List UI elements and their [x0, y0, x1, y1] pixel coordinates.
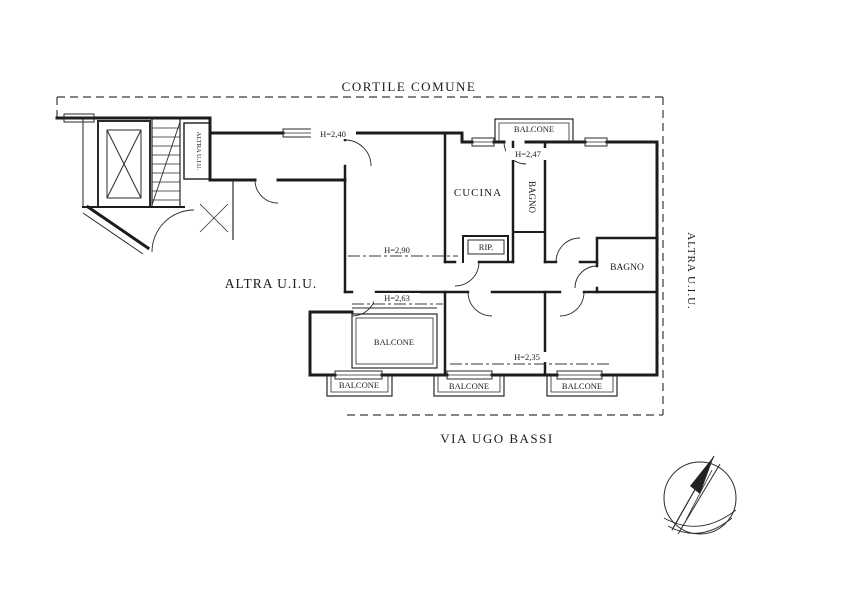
chamfer-wall: [85, 204, 151, 251]
label-background: [311, 127, 356, 139]
window: [471, 137, 495, 147]
compass-arc: [663, 509, 737, 527]
balcony-top-label: BALCONE: [514, 124, 554, 134]
door-arc: [467, 291, 493, 317]
height-235-label: H=2,35: [514, 352, 540, 362]
courtyard-label: CORTILE COMUNE: [342, 79, 477, 94]
elevator-cross: [106, 129, 142, 199]
adjacent-unit-stair-label: ALTRA U.I.U.: [195, 132, 202, 171]
elevator-cab: [106, 129, 142, 199]
parcel-boundary: [56, 96, 664, 416]
stairwell-block: [82, 118, 229, 255]
bathroom-small-label: BAGNO: [527, 181, 537, 214]
adjacent-unit-left-label: ALTRA U.I.U.: [225, 276, 318, 291]
chamfer-wall-inner: [82, 212, 144, 255]
walls: [55, 116, 659, 377]
height-240-label: H=2,40: [320, 129, 346, 139]
adjacent-unit-right-label: ALTRA U.I.U.: [685, 232, 697, 310]
labels: CORTILE COMUNE VIA UGO BASSI ALTRA U.I.U…: [195, 79, 697, 446]
balcony-bottom-right-label: BALCONE: [562, 381, 602, 391]
label-background: [506, 148, 551, 160]
storage-label: RIP.: [479, 242, 493, 252]
compass-arc: [667, 517, 733, 534]
compass-rose: [663, 455, 737, 535]
height-290-label: H=2,90: [384, 245, 410, 255]
balcony-bottom-center: [433, 375, 505, 397]
compass-circle: [663, 461, 737, 535]
entry-door-marks: [199, 203, 229, 233]
storage-label-box: [467, 239, 505, 255]
balcony-bottom-center-label: BALCONE: [449, 381, 489, 391]
window: [446, 370, 493, 380]
height-247-label: H=2,47: [515, 149, 541, 159]
balcony-courtyard-label: BALCONE: [374, 337, 414, 347]
compass-needle: [677, 463, 721, 535]
balcony-top: [494, 118, 574, 142]
door-arc: [454, 261, 480, 287]
kitchen-label: CUCINA: [454, 187, 502, 199]
north-arrowhead: [690, 456, 714, 494]
balcony-bottom-left: [326, 375, 393, 397]
window: [584, 137, 608, 147]
height-263-label: H=2,63: [384, 293, 410, 303]
door-arc: [574, 265, 598, 289]
label-background: [374, 293, 420, 303]
balconies: [326, 118, 618, 397]
door-arc: [254, 179, 279, 204]
door-arc: [344, 139, 372, 167]
window: [556, 370, 603, 380]
compass-needle: [685, 469, 713, 521]
balcony-bottom-left-label: BALCONE: [339, 380, 379, 390]
label-background: [374, 244, 420, 255]
entry-door-arc: [151, 209, 195, 253]
doors: [151, 139, 598, 317]
door-arc: [555, 237, 581, 263]
window: [352, 307, 437, 315]
street-label: VIA UGO BASSI: [440, 431, 553, 446]
stairs: [151, 118, 181, 207]
balcony-bottom-right: [546, 375, 618, 397]
label-background: [504, 352, 550, 362]
bathroom-right-label: BAGNO: [610, 263, 644, 273]
window: [334, 370, 383, 380]
balcony-courtyard: [351, 313, 438, 369]
door-arc: [559, 291, 585, 317]
section-lines: [348, 255, 612, 365]
window: [63, 113, 95, 123]
